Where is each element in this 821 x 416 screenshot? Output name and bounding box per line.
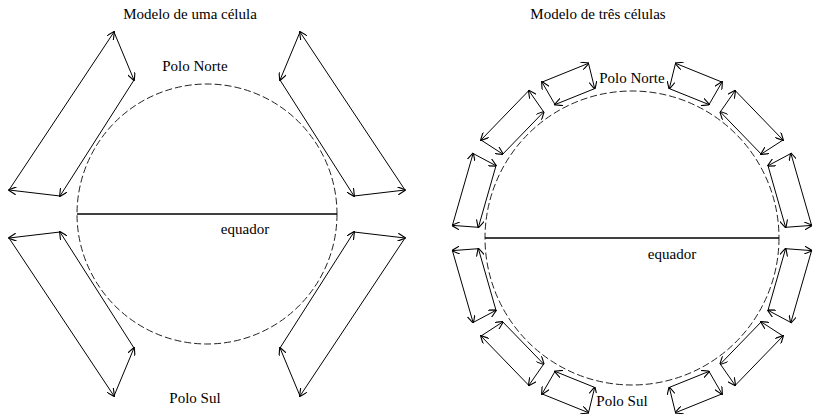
cell-arrow xyxy=(529,364,544,385)
cell-arrow xyxy=(676,63,723,82)
cell-arrow xyxy=(676,394,723,413)
cell-arrow xyxy=(555,89,595,105)
cell-arrow xyxy=(478,166,496,228)
cell-arrow xyxy=(669,387,675,412)
cell-arrow xyxy=(720,364,735,385)
cell-arrow xyxy=(761,140,783,154)
cell-arrow xyxy=(791,154,812,226)
cell-arrow xyxy=(791,251,812,323)
cell-arrow xyxy=(503,112,544,154)
cell-arrow xyxy=(735,336,783,385)
pole-label: Polo Sul xyxy=(167,390,222,407)
cell-arrow xyxy=(761,322,783,336)
cell-arrow xyxy=(473,310,496,322)
equator-line xyxy=(485,237,779,239)
cell-arrow xyxy=(720,322,761,364)
cell-arrow xyxy=(720,91,735,112)
cell-arrow xyxy=(452,251,473,323)
cell-arrow xyxy=(529,91,544,112)
pole-label: Polo Norte xyxy=(597,70,666,87)
cell-arrow xyxy=(786,249,812,251)
earth-circle xyxy=(77,84,337,344)
cell-arrow xyxy=(473,154,496,166)
cell-arrow xyxy=(735,91,783,140)
cell-arrow xyxy=(786,225,812,227)
pole-label: Polo Norte xyxy=(160,58,229,75)
cell-arrow xyxy=(669,371,709,387)
cell-arrow xyxy=(542,63,589,82)
cell-arrow xyxy=(452,225,478,227)
cell-arrow xyxy=(478,249,496,311)
cell-arrow xyxy=(481,322,503,336)
cell-arrow xyxy=(768,166,786,228)
model-title: Modelo de uma célula xyxy=(121,6,259,23)
pole-label: Polo Sul xyxy=(594,393,649,410)
cell-arrow xyxy=(669,63,675,88)
model-title: Modelo de três células xyxy=(528,6,667,23)
cell-arrow xyxy=(542,371,555,394)
cell-arrows xyxy=(9,32,405,396)
equator-label: equador xyxy=(219,221,271,238)
cell-arrows xyxy=(452,63,811,412)
cell-arrow xyxy=(768,154,791,166)
cell-arrow xyxy=(709,82,722,105)
cell-arrow xyxy=(768,310,791,322)
cell-arrow xyxy=(669,89,709,105)
cell-arrow xyxy=(503,322,544,364)
cell-arrow xyxy=(452,154,473,226)
cell-arrow xyxy=(481,140,503,154)
cell-arrow xyxy=(542,394,589,413)
cell-arrow xyxy=(452,249,478,251)
earth-circle xyxy=(485,91,779,385)
cell-arrow xyxy=(481,91,529,140)
cell-arrow xyxy=(709,371,722,394)
cell-arrow xyxy=(589,63,595,88)
cell-arrow xyxy=(555,371,595,387)
equator-line xyxy=(77,213,337,215)
cell-arrow xyxy=(720,112,761,154)
cell-arrow xyxy=(542,82,555,105)
cell-arrow xyxy=(481,336,529,385)
equator-label: equador xyxy=(646,246,698,263)
cell-arrow xyxy=(768,249,786,311)
